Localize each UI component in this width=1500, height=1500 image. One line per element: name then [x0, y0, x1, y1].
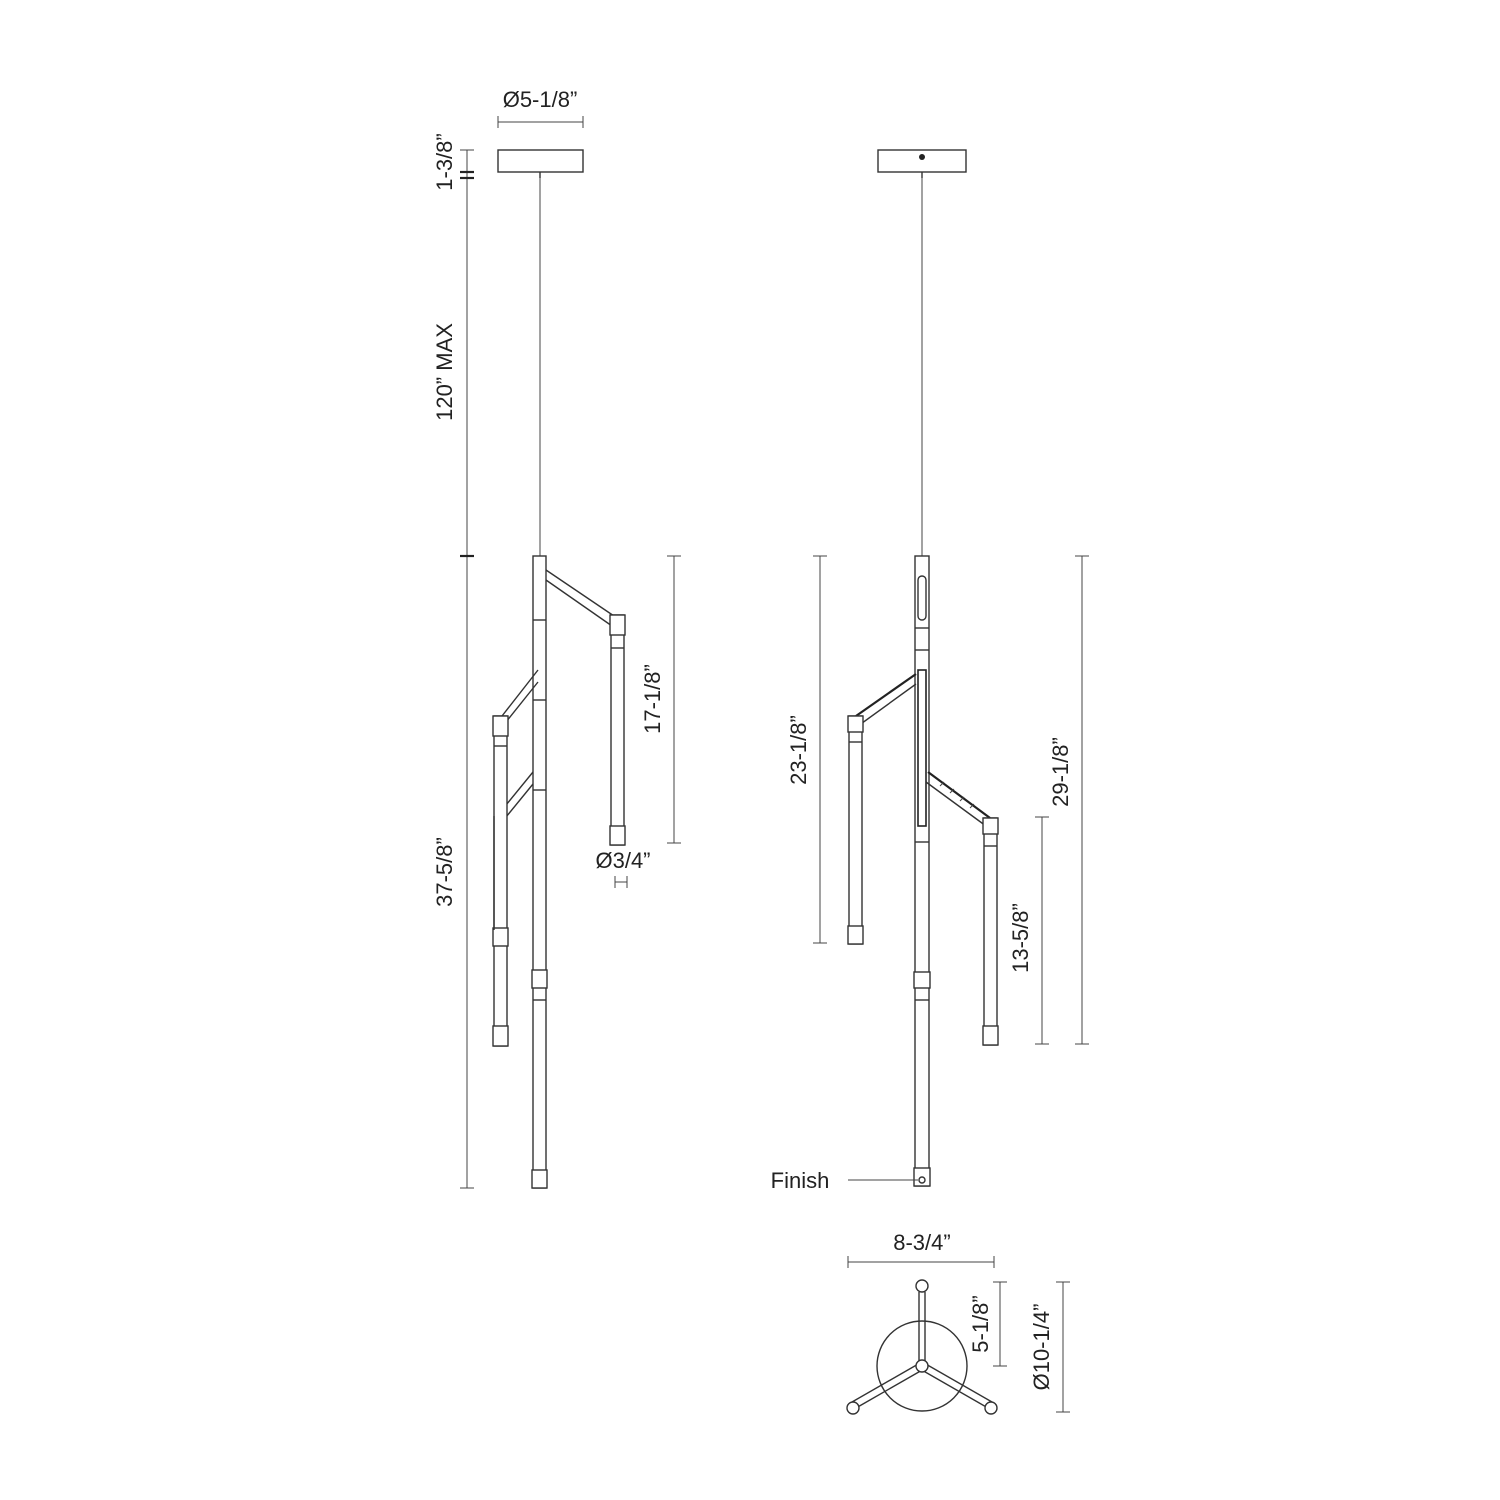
- rod-diameter-label: Ø3/4”: [595, 848, 650, 873]
- plan-arm-left: [851, 1362, 921, 1403]
- left-rod-drop-label: 23-1/8”: [786, 715, 811, 785]
- left-view: [492, 149, 626, 1189]
- right-overall-label: 29-1/8”: [1048, 737, 1073, 807]
- left-side-rod: [493, 715, 508, 1047]
- right-dimensions: 23-1/8” 29-1/8” 13-5/8” Finish: [771, 555, 1089, 1193]
- right-view: [847, 149, 999, 1187]
- finish-label: Finish: [771, 1168, 830, 1193]
- base-depth-label: 5-1/8”: [968, 1295, 993, 1352]
- left-canopy: [497, 149, 584, 173]
- plan-arm-right: [919, 1368, 989, 1409]
- left-upper-arm: [545, 569, 615, 617]
- plan-dimensions: 8-3/4” 5-1/8” Ø10-1/4”: [847, 1230, 1070, 1413]
- canopy-screw-icon: [919, 154, 925, 160]
- right-left-rod: [848, 715, 863, 945]
- canopy-height-label: 1-3/8”: [432, 133, 457, 190]
- plan-rod-end-left: [846, 1401, 860, 1415]
- upper-arm-drop-label: 17-1/8”: [640, 664, 665, 734]
- base-diameter-label: Ø10-1/4”: [1029, 1304, 1054, 1391]
- plan-rod-end-right: [984, 1401, 998, 1415]
- plan-view: [846, 1279, 998, 1415]
- canopy-diameter-label: Ø5-1/8”: [503, 87, 578, 112]
- right-rod-drop-label: 13-5/8”: [1008, 903, 1033, 973]
- left-main-rod: [532, 555, 547, 1189]
- left-dimensions: Ø5-1/8” 1-3/8” 120” MAX 37-5/8” 17-1/8” …: [432, 87, 681, 1189]
- right-canopy: [877, 149, 967, 173]
- right-left-arm: [855, 673, 917, 717]
- right-right-arm: [927, 771, 991, 819]
- left-upper-rod: [610, 614, 625, 846]
- plan-rod-end-top: [915, 1279, 929, 1293]
- plan-hub: [915, 1359, 929, 1373]
- base-width-label: 8-3/4”: [893, 1230, 950, 1255]
- finish-swatch-icon: [918, 1176, 926, 1184]
- left-arm-1: [501, 669, 539, 717]
- overall-fixture-label: 37-5/8”: [432, 837, 457, 907]
- cable-max-label: 120” MAX: [432, 323, 457, 421]
- right-right-rod: [983, 817, 998, 1046]
